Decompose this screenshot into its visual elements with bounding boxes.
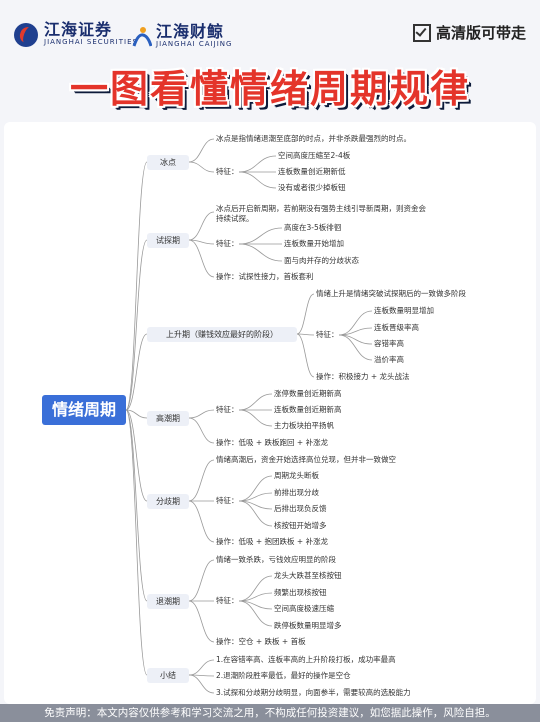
b4-f3: 主力板块拍平扬帆	[274, 421, 334, 430]
branch-xiaojie: 小结	[147, 668, 189, 683]
b5-desc: 情绪高潮后，资金开始选择高位兑现，但并非一致做空	[216, 455, 396, 464]
b2-feat: 特征：	[216, 239, 239, 248]
b6-op: 操作：空仓 + 跌板 + 首板	[216, 637, 306, 646]
jianghai-caijing-logo: 江海财鲸 JIANGHAI CAIJING	[132, 24, 232, 49]
b2-desc-2: 持续试探。	[216, 214, 254, 223]
branch-shitan: 试探期	[147, 233, 189, 248]
page-title: 一图看懂情绪周期规律	[69, 67, 470, 111]
disclaimer-footer: 免责声明：本文内容仅供参考和学习交流之用，不构成任何投资建议，如您据此操作，风险…	[0, 704, 540, 722]
connector-lines	[125, 138, 373, 694]
b5-f2: 前排出现分歧	[274, 488, 319, 497]
b1-desc: 冰点是指情绪退潮至底部的时点，并非杀跌最强烈的时点。	[216, 134, 411, 143]
b4-feat: 特征：	[216, 405, 239, 414]
jianghai-securities-logo: 江海证券 JIANGHAI SECURITIES	[14, 22, 138, 47]
b3-f4: 溢价率高	[374, 355, 404, 364]
branch-fenqi: 分歧期	[147, 494, 189, 509]
b4-f1: 涨停数量创近期新高	[274, 389, 342, 398]
badge-text: 高清版可带走	[435, 24, 526, 42]
checkbox-icon	[412, 23, 431, 42]
b5-feat: 特征：	[216, 496, 239, 505]
b6-desc: 情绪一致杀跌，亏钱效应明显的阶段	[216, 555, 336, 564]
b1-feat: 特征：	[216, 167, 239, 176]
b6-f2: 频繁出现核按钮	[274, 588, 327, 597]
b1-f2: 连板数量创近期新低	[278, 167, 346, 176]
logo-left-en: JIANGHAI SECURITIES	[44, 38, 138, 46]
b2-f2: 连板数量开始增加	[284, 239, 344, 248]
b7-s3: 3.试探和分歧期分歧明显，向面参半，需要较高的选股能力	[216, 688, 411, 697]
branch-tuichao: 退潮期	[147, 594, 189, 609]
b3-f1: 连板数量明显增加	[374, 306, 434, 315]
b2-desc-1: 冰点后开启新周期，若前期没有强势主线引导新周期，则资金会	[216, 204, 426, 213]
branch-gaochao: 高潮期	[147, 411, 189, 426]
logo-right-en: JIANGHAI CAIJING	[156, 40, 233, 48]
b6-f4: 跌停板数量明显增多	[274, 621, 342, 630]
b5-f3: 后排出现负反馈	[274, 504, 327, 513]
logo-left-cn: 江海证券	[44, 20, 113, 39]
b6-feat: 特征：	[216, 596, 239, 605]
b2-f3: 面与肉并存的分歧状态	[284, 256, 359, 265]
b1-f1: 空间高度压缩至2-4板	[278, 151, 351, 160]
mindmap-card: 情绪周期 冰点 试探期 上升期（赚钱效应最好的阶段） 高潮期 分歧期 退潮期 小…	[4, 122, 536, 704]
b1-f3: 没有或者很少掉板钮	[278, 183, 346, 192]
b5-op: 操作：低吸 + 抱团跌板 + 补涨龙	[216, 537, 329, 546]
logo-right-cn: 江海财鲸	[156, 22, 225, 41]
b4-f2: 连板数量创近期新高	[274, 405, 342, 414]
b5-f1: 周期龙头断板	[274, 471, 319, 480]
b6-f1: 龙头大跌甚至核按钮	[274, 571, 342, 580]
hd-badge: 高清版可带走	[412, 22, 526, 43]
b3-f3: 容错率高	[374, 339, 404, 348]
b6-f3: 空间高度极速压缩	[274, 604, 334, 613]
whale-logo-icon	[132, 26, 152, 46]
b5-f4: 核按钮开始增多	[274, 521, 327, 530]
branch-bingdian: 冰点	[147, 155, 189, 170]
branch-shangsheng: 上升期（赚钱效应最好的阶段）	[147, 327, 297, 342]
b3-feat: 特征：	[316, 330, 339, 339]
b3-desc: 情绪上升是情绪突破试探期后的一致做多阶段	[316, 289, 466, 298]
b4-op: 操作：低吸 + 跌板跑回 + 补涨龙	[216, 438, 329, 447]
securities-logo-icon	[14, 22, 38, 47]
b2-op: 操作：试探性接力，首板套利	[216, 272, 314, 281]
b3-f2: 连板晋级率高	[374, 323, 419, 332]
header: 江海证券 JIANGHAI SECURITIES 江海财鲸 JIANGHAI C…	[0, 0, 540, 62]
b2-f1: 高度在3-5板徘徊	[284, 223, 342, 232]
b3-op: 操作：积极接力 + 龙头战法	[316, 372, 410, 381]
root-node: 情绪周期	[42, 395, 126, 425]
b7-s1: 1.在容错率高、连板率高的上升阶段打板，成功率最高	[216, 655, 396, 664]
b7-s2: 2.退潮阶段胜率最低，最好的操作是空仓	[216, 671, 351, 680]
